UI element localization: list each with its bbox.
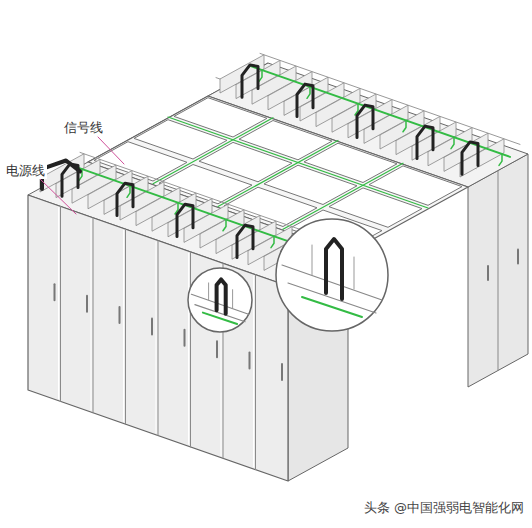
cabinet-divider (498, 171, 499, 371)
door-handle (119, 307, 121, 323)
power-cable (42, 161, 80, 189)
signal-cable (153, 118, 273, 184)
magnifier-circle (188, 268, 252, 332)
cabinet-edge (191, 294, 248, 314)
cabinet-edge-highlight (156, 242, 157, 433)
cabinet-edge-highlight (123, 230, 124, 421)
power-cable (177, 204, 193, 236)
cabinet-edge-highlight (188, 253, 189, 444)
power-cable (117, 183, 133, 215)
power-cable (237, 225, 253, 257)
cabinet-divider (125, 229, 126, 424)
magnifier-circle (276, 219, 388, 331)
cabinet-edge-highlight (253, 276, 254, 467)
door-handle (281, 364, 283, 380)
tray-bracket (354, 257, 355, 289)
power-cable (462, 142, 478, 174)
door-handle (517, 250, 519, 264)
power-cable (357, 105, 373, 138)
signal-cable (302, 297, 362, 317)
door-handle (249, 353, 251, 369)
cable-label: 信号线 (62, 120, 105, 136)
cabinet-divider (255, 275, 256, 470)
signal-cable (451, 137, 454, 148)
cabinet-edge (282, 265, 382, 300)
door-handle (86, 296, 88, 312)
roof-panel (369, 166, 462, 205)
cabinet-divider (60, 206, 61, 401)
power-cable (326, 239, 342, 299)
signal-cable (307, 87, 310, 98)
signal-cable (218, 141, 338, 207)
signal-cable (203, 313, 237, 324)
signal-cable (499, 154, 502, 165)
power-cable (242, 65, 258, 97)
tray-bracket (460, 139, 504, 177)
tray-bracket (232, 290, 233, 308)
power-cable (217, 279, 226, 313)
cable-label: 电源线 (4, 163, 47, 179)
cabinet-divider (93, 218, 94, 413)
signal-cable (271, 236, 274, 247)
door-handle (54, 284, 56, 300)
door-handle (216, 341, 218, 357)
watermark: 头条 @中国强弱电智能化网 (362, 500, 526, 516)
cabinet-divider (158, 241, 159, 436)
cabinet-edge (288, 283, 376, 313)
signal-cable (223, 220, 226, 231)
door-handle (151, 318, 153, 334)
tray-bracket (312, 245, 313, 275)
signal-cable (403, 121, 406, 132)
leader-line (40, 179, 76, 214)
tray-bracket (208, 283, 209, 300)
leader-line (98, 137, 124, 164)
door-handle (487, 266, 489, 280)
door-handle (184, 330, 186, 346)
cabinet-front (28, 195, 288, 481)
cabinet-edge-highlight (91, 219, 92, 410)
power-cable (417, 126, 433, 159)
signal-cable (127, 186, 130, 197)
cabinet-side (468, 154, 528, 387)
power-cable (297, 84, 313, 116)
cabinet-divider (190, 252, 191, 447)
cabinet-edge-highlight (58, 208, 59, 399)
